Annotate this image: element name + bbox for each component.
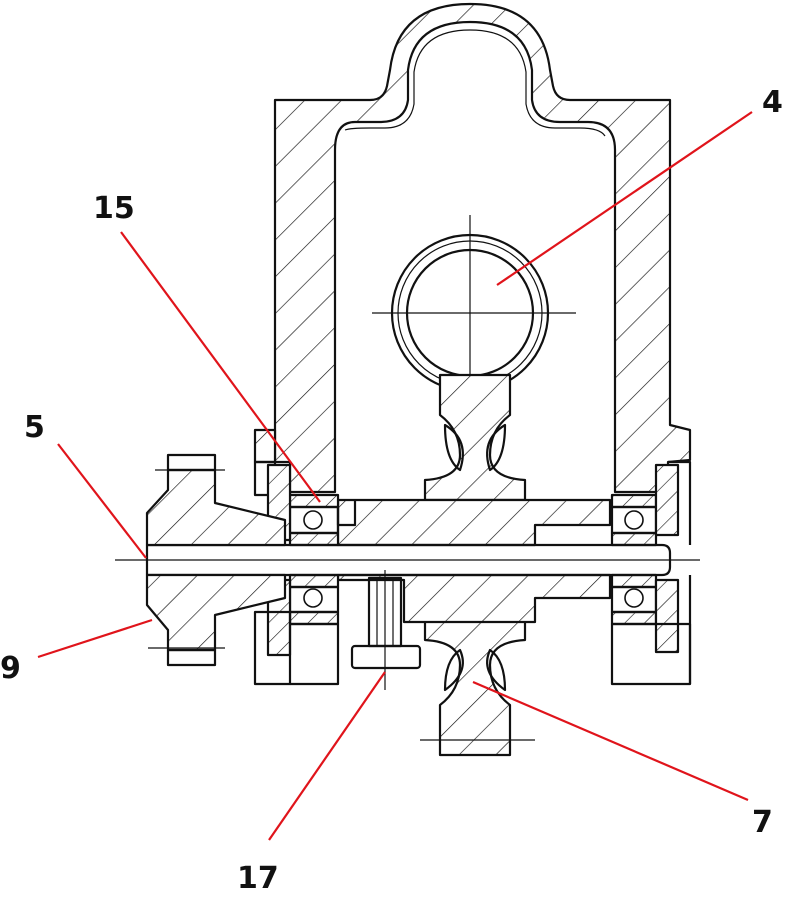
leader-lines bbox=[37, 111, 753, 841]
right-bearing-cap bbox=[610, 460, 692, 686]
label-4: 4 bbox=[762, 85, 783, 120]
shaft-bore-block bbox=[336, 498, 612, 624]
housing bbox=[253, 2, 692, 494]
leader-4 bbox=[496, 111, 753, 286]
leader-7 bbox=[472, 680, 749, 802]
leader-9 bbox=[37, 618, 153, 659]
label-5: 5 bbox=[24, 410, 45, 445]
leader-5 bbox=[57, 443, 147, 559]
housing-outer-wall bbox=[273, 2, 692, 494]
label-7: 7 bbox=[752, 805, 773, 840]
worm-wheel-7 bbox=[420, 373, 535, 757]
label-9: 9 bbox=[0, 651, 21, 686]
leader-15 bbox=[120, 231, 321, 503]
leader-17 bbox=[268, 671, 386, 841]
pin-17 bbox=[350, 570, 422, 690]
label-17: 17 bbox=[237, 861, 279, 896]
label-15: 15 bbox=[93, 191, 135, 226]
coupling-9 bbox=[145, 453, 287, 667]
worm-gear-4 bbox=[372, 215, 576, 393]
shaft-5 bbox=[115, 543, 700, 577]
